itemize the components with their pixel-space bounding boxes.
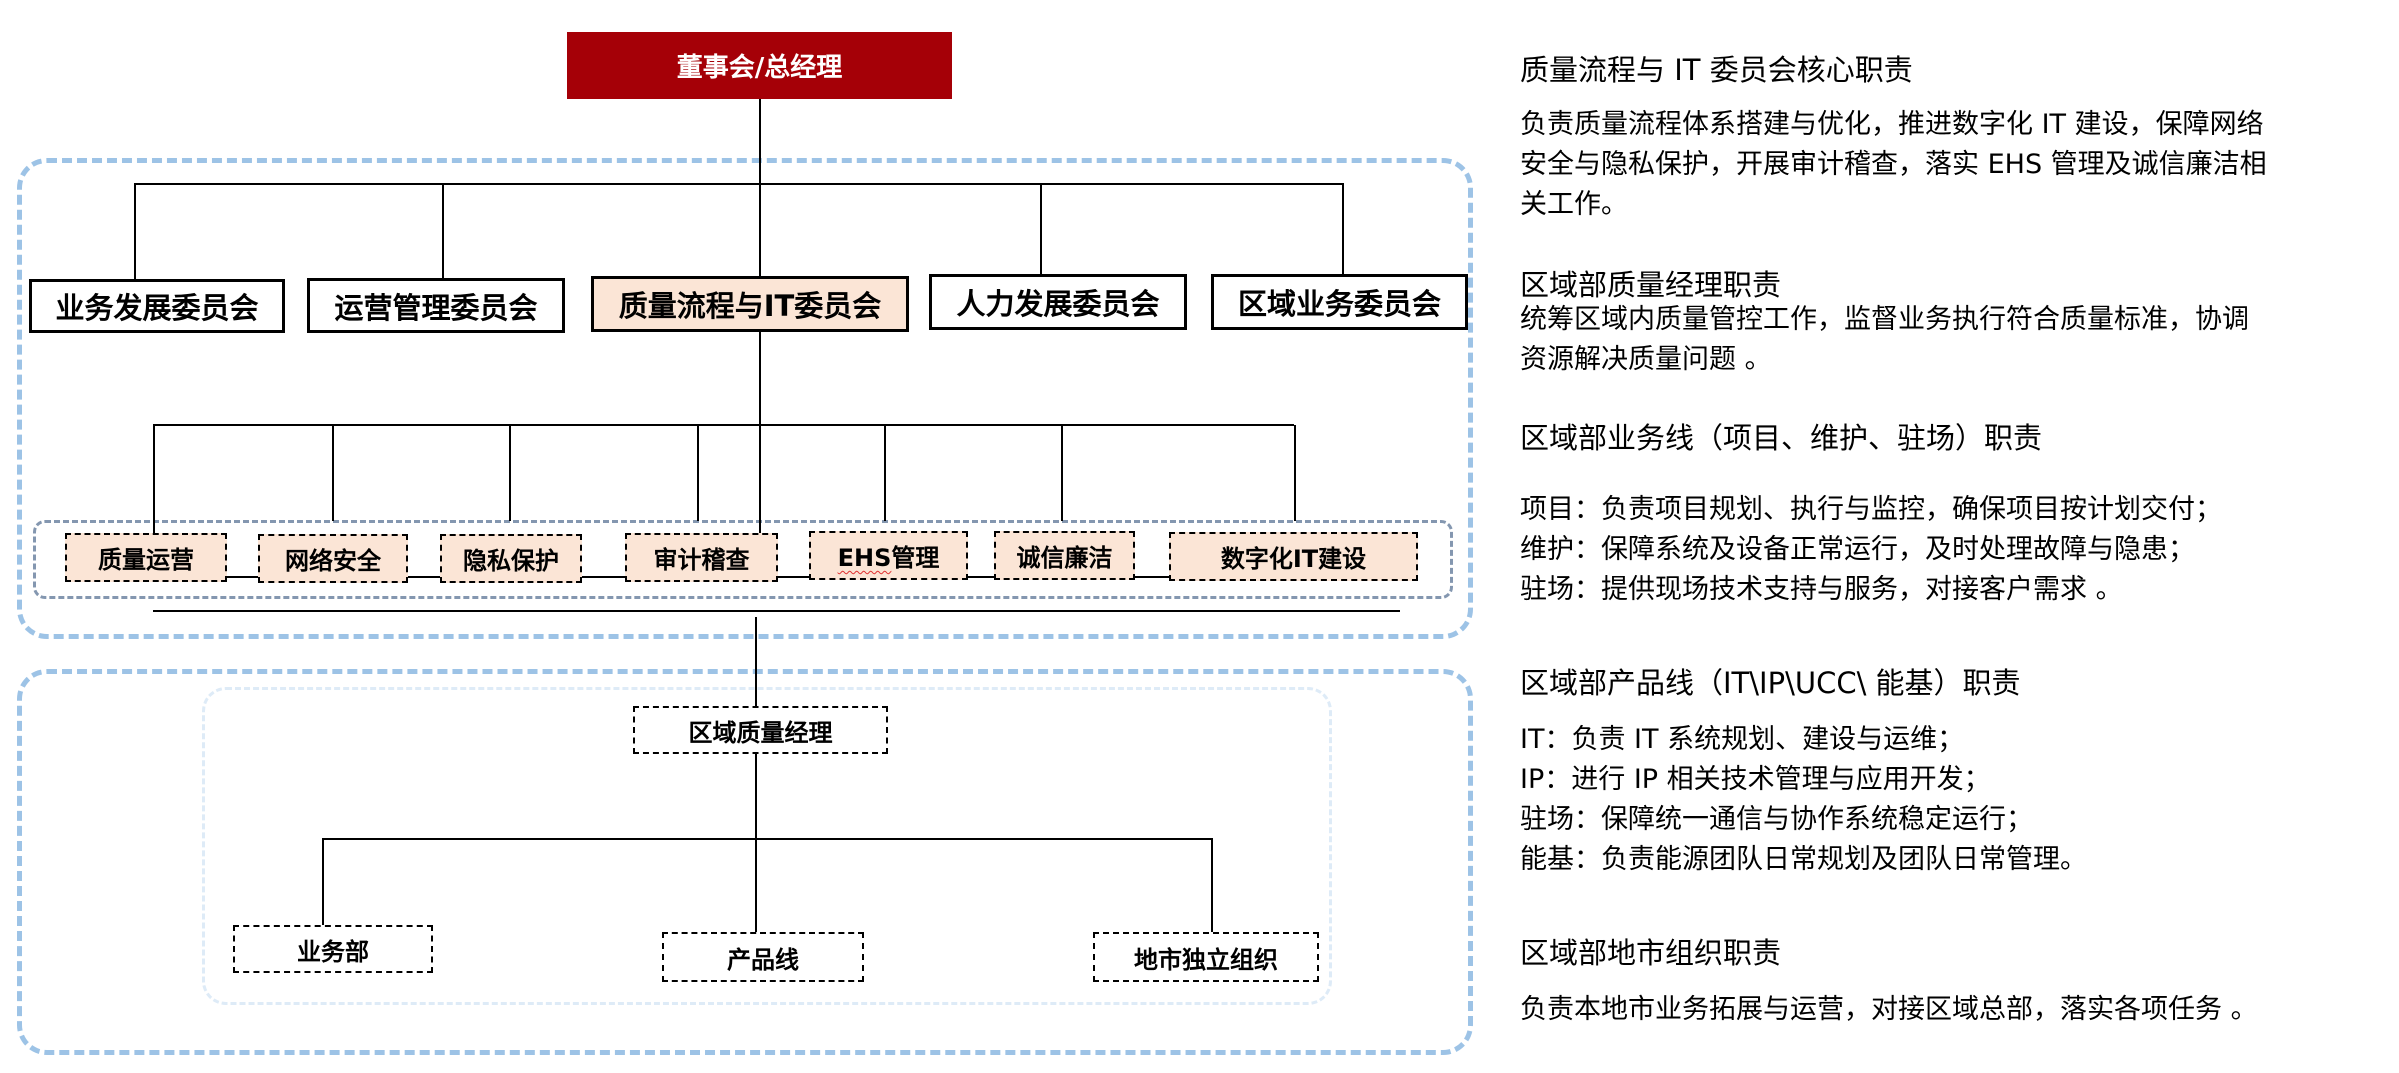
section-body: 统筹区域内质量管控工作，监督业务执行符合质量标准，协调 资源解决质量问题 。 xyxy=(1520,300,2390,380)
connector xyxy=(1040,183,1042,275)
connector xyxy=(322,838,324,925)
regional-quality-manager-node[interactable]: 区域质量经理 xyxy=(633,706,888,754)
node-label: 业务发展委员会 xyxy=(55,291,259,325)
node-label: 董事会/总经理 xyxy=(676,53,843,83)
connector xyxy=(134,183,136,279)
function-ehs-management[interactable]: EHS管理 xyxy=(809,531,968,580)
section-body: 项目：负责项目规划、执行与监控，确保项目按计划交付； 维护：保障系统及设备正常运… xyxy=(1520,490,2390,610)
body-line: IP：进行 IP 相关技术管理与应用开发； xyxy=(1520,764,1991,795)
body-line: 资源解决质量问题 。 xyxy=(1520,344,1772,375)
function-privacy-protection[interactable]: 隐私保护 xyxy=(440,534,582,583)
connector xyxy=(755,617,757,706)
node-label: 隐私保护 xyxy=(463,547,559,575)
node-label: 区域质量经理 xyxy=(688,718,833,747)
committee-business-development[interactable]: 业务发展委员会 xyxy=(29,279,285,333)
node-label: 网络安全 xyxy=(285,547,381,575)
function-quality-operations[interactable]: 质量运营 xyxy=(65,533,227,582)
section-title: 区域部地市组织职责 xyxy=(1520,936,1782,970)
function-audit-inspection[interactable]: 审计稽查 xyxy=(625,533,778,582)
ehs-text: EHS xyxy=(837,544,892,572)
node-label: 质量流程与IT委员会 xyxy=(618,289,882,323)
headquarters-committees-group xyxy=(17,158,1473,639)
body-line: 驻场：提供现场技术支持与服务，对接客户需求 。 xyxy=(1520,574,2123,605)
body-line: 负责质量流程体系搭建与优化，推进数字化 IT 建设，保障网络 xyxy=(1520,109,2264,140)
body-line: 维护：保障系统及设备正常运行，及时处理故障与隐患； xyxy=(1520,534,2195,565)
node-label: 地市独立组织 xyxy=(1134,945,1278,974)
connector xyxy=(755,754,757,932)
connector xyxy=(1294,425,1296,521)
function-digital-it-construction[interactable]: 数字化IT建设 xyxy=(1169,532,1418,581)
management-text: 管理 xyxy=(891,544,940,572)
connector xyxy=(332,425,334,521)
node-label: 数字化IT建设 xyxy=(1220,545,1367,573)
regional-inner-group xyxy=(202,687,1332,1005)
body-line: 能基：负责能源团队日常规划及团队日常管理。 xyxy=(1520,844,2087,875)
section-title: 区域部质量经理职责 xyxy=(1520,268,1782,302)
connector xyxy=(1061,425,1063,521)
committee-regional-business[interactable]: 区域业务委员会 xyxy=(1211,274,1468,330)
node-label: EHS管理 xyxy=(838,538,940,573)
committee-quality-process-it[interactable]: 质量流程与IT委员会 xyxy=(591,276,909,332)
node-label: 人力发展委员会 xyxy=(956,287,1160,321)
node-label: 运营管理委员会 xyxy=(334,290,538,325)
connector xyxy=(509,425,511,521)
connector xyxy=(153,610,1400,612)
connector xyxy=(759,332,761,576)
section-body: IT：负责 IT 系统规划、建设与运维； IP：进行 IP 相关技术管理与应用开… xyxy=(1520,720,2390,880)
body-line: 驻场：保障统一通信与协作系统稳定运行； xyxy=(1520,804,2033,835)
quality-functions-group xyxy=(33,520,1453,599)
body-line: 项目：负责项目规划、执行与监控，确保项目按计划交付； xyxy=(1520,494,2222,525)
connector xyxy=(134,183,1344,185)
connector xyxy=(1211,838,1213,932)
function-integrity[interactable]: 诚信廉洁 xyxy=(994,531,1135,580)
connector xyxy=(759,99,761,279)
connector xyxy=(884,425,886,521)
node-label: 业务部 xyxy=(297,937,369,966)
connector xyxy=(153,424,1294,426)
unit-business-department[interactable]: 业务部 xyxy=(233,925,433,973)
body-line: 统筹区域内质量管控工作，监督业务执行符合质量标准，协调 xyxy=(1520,304,2249,335)
connector xyxy=(153,425,155,576)
connector xyxy=(442,183,444,279)
node-label: 诚信廉洁 xyxy=(1016,544,1113,572)
unit-city-organization[interactable]: 地市独立组织 xyxy=(1093,932,1319,982)
body-line: 安全与隐私保护，开展审计稽查，落实 EHS 管理及诚信廉洁相 xyxy=(1520,149,2267,180)
committee-hr-development[interactable]: 人力发展委员会 xyxy=(929,274,1187,330)
body-line: 负责本地市业务拓展与运营，对接区域总部，落实各项任务 。 xyxy=(1520,994,2258,1025)
function-network-security[interactable]: 网络安全 xyxy=(258,534,408,583)
section-title: 质量流程与 IT 委员会核心职责 xyxy=(1520,53,1913,87)
section-title: 区域部产品线（IT\IP\UCC\ 能基）职责 xyxy=(1520,666,2021,700)
connector xyxy=(697,425,699,521)
node-label: 审计稽查 xyxy=(653,546,750,574)
section-body: 负责质量流程体系搭建与优化，推进数字化 IT 建设，保障网络 安全与隐私保护，开… xyxy=(1520,105,2390,225)
node-label: 区域业务委员会 xyxy=(1237,287,1441,321)
regional-group xyxy=(17,669,1473,1055)
node-label: 产品线 xyxy=(727,945,799,974)
board-general-manager-node[interactable]: 董事会/总经理 xyxy=(567,32,952,99)
section-title: 区域部业务线（项目、维护、驻场）职责 xyxy=(1520,421,2043,455)
connector xyxy=(1342,183,1344,275)
committee-operations-management[interactable]: 运营管理委员会 xyxy=(307,278,565,333)
connector xyxy=(322,838,1212,840)
body-line: IT：负责 IT 系统规划、建设与运维； xyxy=(1520,724,1965,755)
node-label: 质量运营 xyxy=(98,546,194,574)
body-line: 关工作。 xyxy=(1520,189,1628,220)
section-body: 负责本地市业务拓展与运营，对接区域总部，落实各项任务 。 xyxy=(1520,990,2390,1030)
unit-product-line[interactable]: 产品线 xyxy=(662,932,864,982)
